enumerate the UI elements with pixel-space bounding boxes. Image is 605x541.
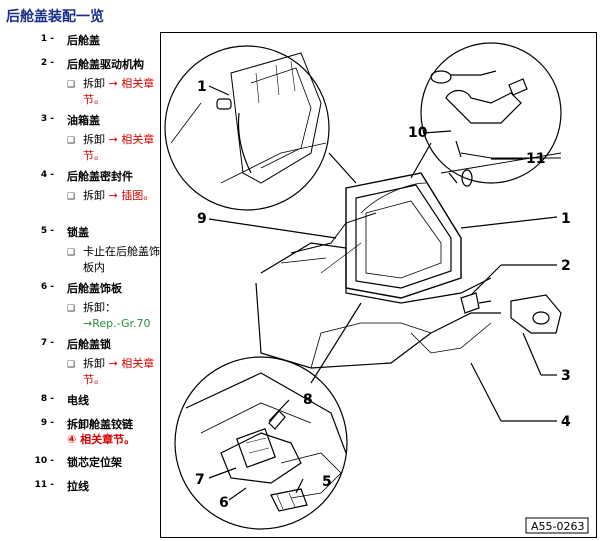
item-label: 油箱盖 bbox=[67, 114, 100, 127]
item-label: 锁盖 bbox=[67, 226, 89, 239]
item-number: 8 - bbox=[40, 394, 54, 404]
callout-8: 8 bbox=[303, 392, 313, 408]
cross-ref-link[interactable]: → 相关章节。 bbox=[83, 357, 155, 386]
callout-6: 6 bbox=[219, 495, 229, 511]
item-number: 5 - bbox=[40, 226, 54, 236]
item-label: 拆卸舱盖铰链 bbox=[67, 418, 133, 431]
item-label: 拉线 bbox=[67, 480, 89, 493]
cross-ref-link[interactable]: → 相关章节。 bbox=[83, 77, 155, 106]
sub-text: 拆卸 → 相关章节。 bbox=[83, 357, 155, 386]
sub-text: 拆卸 → 插图。 bbox=[83, 189, 155, 202]
bullet-box-icon: ❑ bbox=[67, 248, 76, 258]
detail-circle-lock bbox=[174, 356, 348, 530]
callout-2: 2 bbox=[561, 258, 571, 274]
item-number: 3 - bbox=[40, 114, 54, 124]
bullet-box-icon: ❑ bbox=[67, 360, 76, 370]
item-number: 9 - bbox=[40, 418, 54, 428]
sub-text: 拆卸：→Rep.-Gr.70 bbox=[83, 301, 151, 330]
detail-circle-hinge bbox=[164, 45, 330, 211]
sub-text: 卡止在后舱盖饰板内 bbox=[83, 245, 160, 274]
sub-text: 拆卸 → 相关章节。 bbox=[83, 77, 155, 106]
detail-circle-lock-cylinder bbox=[420, 42, 562, 184]
callout-5: 5 bbox=[322, 474, 332, 490]
callout-1: 1 bbox=[561, 211, 571, 227]
callout-4: 4 bbox=[561, 414, 571, 430]
callout-10: 10 bbox=[408, 125, 428, 141]
item-label: 后舱盖 bbox=[67, 34, 100, 47]
cross-ref-link[interactable]: → 相关章节。 bbox=[83, 133, 155, 162]
callout-7: 7 bbox=[195, 472, 205, 488]
trunk-lid-illustration: 1 1 2 3 4 5 6 7 8 9 10 11 A55-0263 bbox=[164, 42, 589, 534]
item-label: 后舱盖驱动机构 bbox=[67, 58, 144, 71]
item-number: 10 - bbox=[34, 456, 54, 466]
item-label: 电线 bbox=[67, 394, 89, 407]
cross-ref-link[interactable]: ④ 相关章节。 bbox=[67, 433, 136, 446]
item-label: 后舱盖密封件 bbox=[67, 170, 133, 183]
callout-9: 9 bbox=[197, 211, 207, 227]
page-title: 后舱盖装配一览 bbox=[6, 9, 104, 25]
bullet-box-icon: ❑ bbox=[67, 80, 76, 90]
item-label: 后舱盖饰板 bbox=[67, 282, 122, 295]
item-number: 7 - bbox=[40, 338, 54, 348]
bullet-box-icon: ❑ bbox=[67, 192, 76, 202]
exploded-view-diagram: 1 1 2 3 4 5 6 7 8 9 10 11 A55-0263 bbox=[160, 32, 597, 538]
sub-text: 拆卸 → 相关章节。 bbox=[83, 133, 155, 162]
item-number: 6 - bbox=[40, 282, 54, 292]
bullet-box-icon: ❑ bbox=[67, 136, 76, 146]
item-number: 4 - bbox=[40, 170, 54, 180]
callout-1-top: 1 bbox=[197, 79, 207, 95]
item-number: 11 - bbox=[34, 480, 54, 490]
cross-ref-link[interactable]: →Rep.-Gr.70 bbox=[83, 317, 151, 330]
item-number: 2 - bbox=[40, 58, 54, 68]
item-label: 锁芯定位架 bbox=[67, 456, 122, 469]
item-label: 后舱盖锁 bbox=[67, 338, 111, 351]
item-number: 1 - bbox=[40, 34, 54, 44]
bullet-box-icon: ❑ bbox=[67, 304, 76, 314]
ref-code-box bbox=[525, 517, 589, 534]
cross-ref-link[interactable]: → 插图。 bbox=[105, 189, 155, 202]
callout-11: 11 bbox=[526, 151, 545, 167]
figure-ref-code: A55-0263 bbox=[531, 520, 585, 533]
callout-3: 3 bbox=[561, 368, 571, 384]
